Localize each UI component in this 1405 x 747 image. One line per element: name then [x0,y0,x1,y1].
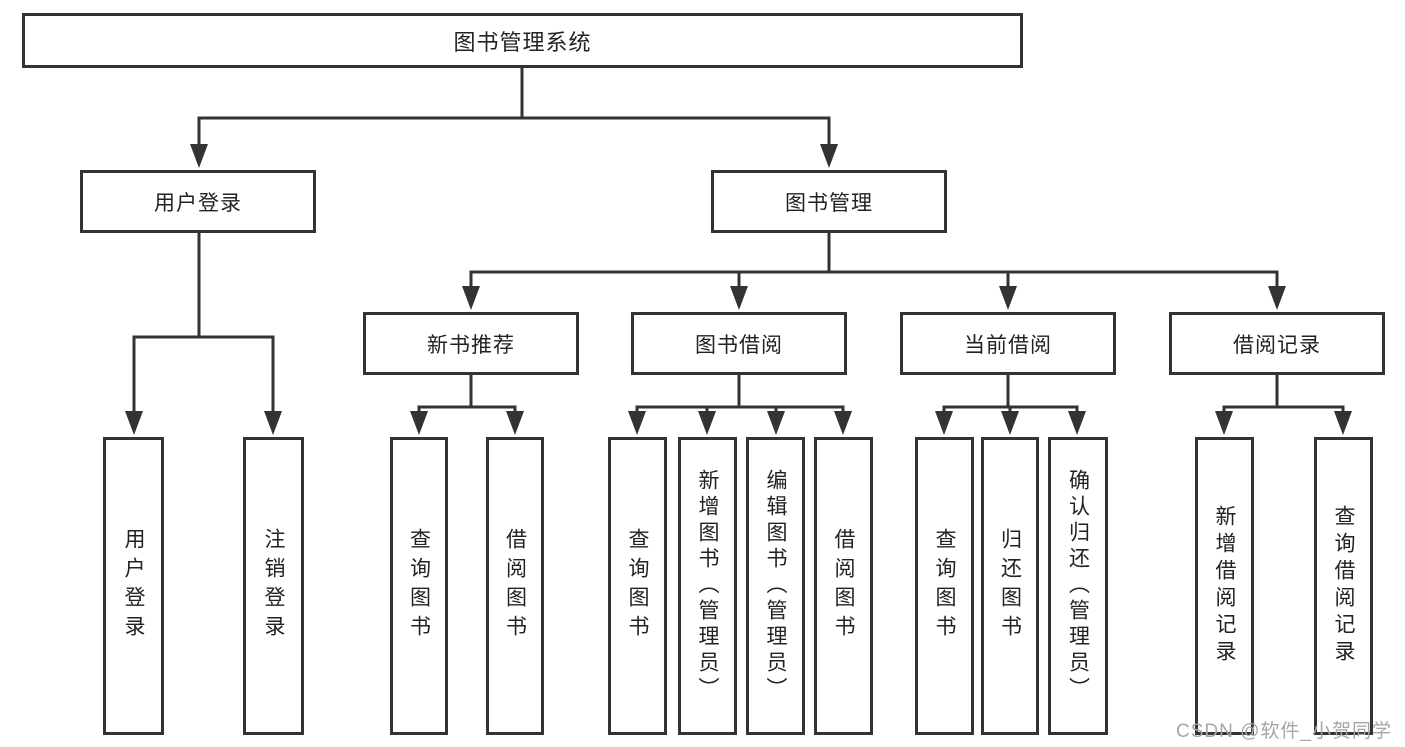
leaf-query-borrow-record: 查询借阅记录 [1314,437,1373,735]
leaf-logout: 注销登录 [243,437,304,735]
node-book-management: 图书管理 [711,170,947,233]
node-current-borrow: 当前借阅 [900,312,1116,375]
leaf-edit-book-admin: 编辑图书（管理员） [746,437,805,735]
leaf-add-borrow-record: 新增借阅记录 [1195,437,1254,735]
node-user-login: 用户登录 [80,170,316,233]
connector-current-borrow-children [942,373,1079,415]
leaf-borrow-books: 借阅图书 [814,437,873,735]
watermark: CSDN @软件_小贺同学 [1176,721,1392,742]
connector-user-login-children [132,231,275,415]
leaf-return-book: 归还图书 [981,437,1039,735]
leaf-borrow-books-recommend: 借阅图书 [486,437,544,735]
connector-borrow-record-children [1222,373,1345,415]
connector-new-book-rec-children [417,373,517,415]
arrowheads [125,144,1352,435]
leaf-query-books-borrow: 查询图书 [608,437,667,735]
leaf-query-books-current: 查询图书 [915,437,974,735]
leaf-query-books-recommend: 查询图书 [390,437,448,735]
connector-root-to-level2 [197,66,831,148]
leaf-user-login: 用户登录 [103,437,164,735]
node-borrow-records: 借阅记录 [1169,312,1385,375]
connector-book-borrow-children [635,373,845,415]
node-book-borrow: 图书借阅 [631,312,847,375]
leaf-confirm-return-admin: 确认归还（管理员） [1048,437,1108,735]
node-new-book-recommend: 新书推荐 [363,312,579,375]
leaf-add-book-admin: 新增图书（管理员） [678,437,737,735]
connector-book-mgmt-children [469,231,1279,291]
node-root: 图书管理系统 [22,13,1023,68]
